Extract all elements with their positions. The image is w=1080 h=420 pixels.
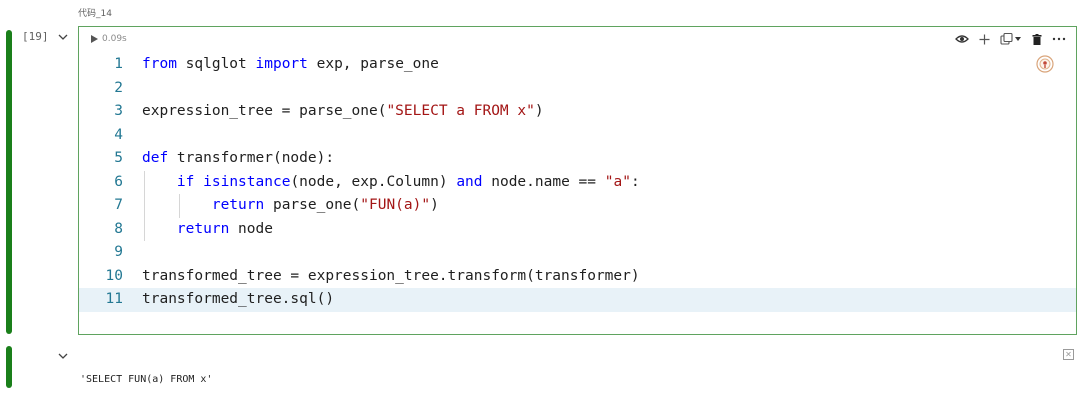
collapse-input-chevron-icon[interactable]: [57, 31, 69, 43]
copy-cell-icon[interactable]: [1000, 33, 1022, 45]
code-token: node: [229, 220, 273, 237]
line-number: 4: [114, 126, 123, 143]
code-token: [194, 174, 203, 190]
code-text: return parse_one("FUN(a)"): [142, 194, 439, 218]
execution-duration: 0.09s: [102, 34, 127, 44]
run-status: 0.09s: [91, 34, 127, 44]
code-text: from sqlglot import exp, parse_one: [142, 53, 439, 77]
code-token: transformer(node):: [168, 150, 335, 166]
delete-trash-icon[interactable]: [1032, 33, 1042, 45]
code-token: [142, 221, 177, 237]
code-line[interactable]: 9: [79, 241, 1076, 265]
code-token: sqlglot: [176, 56, 256, 72]
code-editor[interactable]: 1 from sqlglot import exp, parse_one 2 3 exp…: [79, 53, 1076, 312]
indent-guide: [144, 217, 145, 241]
code-token: "SELECT a FROM x": [386, 103, 535, 119]
code-line[interactable]: 1 from sqlglot import exp, parse_one: [79, 53, 1076, 77]
line-number: 3: [114, 103, 123, 119]
code-line[interactable]: 8 return node: [79, 217, 1076, 242]
indent-guide: [178, 194, 180, 218]
code-line[interactable]: 2: [79, 77, 1076, 101]
cell-status-bar[interactable]: [6, 30, 12, 334]
code-text: def transformer(node):: [142, 147, 334, 171]
code-token: transformed_tree.sql(): [142, 291, 335, 307]
line-number: 9: [114, 244, 123, 260]
code-token: import: [255, 56, 308, 72]
code-text: transformed_tree = expression_tree.trans…: [142, 265, 640, 289]
line-number: 2: [114, 79, 123, 96]
code-token: (node, exp.Column): [290, 173, 457, 190]
code-token: node.name ==: [482, 173, 605, 190]
code-token: "FUN(a)": [360, 197, 431, 213]
code-line[interactable]: 3 expression_tree = parse_one("SELECT a F…: [79, 100, 1076, 124]
code-line[interactable]: 4: [79, 124, 1076, 148]
code-token: and: [456, 173, 483, 190]
assistant-badge-icon[interactable]: [1036, 55, 1054, 73]
code-text: return node: [142, 218, 273, 242]
code-token: from: [142, 56, 177, 72]
indent-guide: [144, 170, 145, 194]
line-number: 1: [114, 56, 123, 72]
code-token: "a": [604, 173, 631, 190]
code-line[interactable]: 5 def transformer(node):: [79, 147, 1076, 171]
execution-count: [19]: [22, 30, 49, 43]
code-token: ): [534, 103, 544, 119]
code-token: transformed_tree = expression_tree.trans…: [142, 267, 640, 284]
code-line[interactable]: 7 return parse_one("FUN(a)"): [79, 194, 1076, 218]
code-token: parse_one(: [264, 197, 361, 213]
line-number: 10: [105, 267, 123, 284]
code-token: isinstance: [203, 173, 291, 190]
code-line[interactable]: 11 transformed_tree.sql(): [79, 288, 1076, 312]
preview-eye-icon[interactable]: [955, 34, 969, 44]
code-token: return: [176, 220, 230, 237]
run-cell-icon[interactable]: [91, 35, 98, 43]
collapse-output-chevron-icon[interactable]: [57, 350, 69, 362]
code-text: transformed_tree.sql(): [142, 288, 334, 312]
code-token: exp, parse_one: [307, 56, 439, 72]
cell-output: 'SELECT FUN(a) FROM x': [80, 374, 213, 385]
output-status-bar[interactable]: [6, 346, 12, 388]
more-ellipsis-icon[interactable]: [1052, 37, 1066, 41]
line-number: 5: [114, 150, 123, 166]
indent-guide: [144, 194, 145, 218]
line-number: 11: [105, 291, 123, 307]
code-text: if isinstance(node, exp.Column) and node…: [142, 171, 640, 195]
line-number: 8: [114, 220, 123, 237]
code-token: ): [430, 197, 439, 213]
code-cell[interactable]: 0.09s: [78, 26, 1077, 335]
add-cell-plus-icon[interactable]: [979, 34, 990, 45]
code-line[interactable]: 10 transformed_tree = expression_tree.tra…: [79, 265, 1076, 289]
line-number: 6: [114, 173, 123, 190]
code-text: expression_tree = parse_one("SELECT a FR…: [142, 100, 544, 124]
clear-output-icon[interactable]: ✕: [1063, 349, 1074, 360]
code-token: if: [176, 173, 195, 190]
code-line[interactable]: 6 if isinstance(node, exp.Column) and no…: [79, 170, 1076, 195]
cell-title: 代码_14: [78, 9, 112, 19]
line-number: 7: [114, 197, 123, 213]
code-token: [142, 174, 177, 190]
cell-toolbar: [955, 33, 1066, 45]
code-token: :: [630, 173, 640, 190]
code-token: return: [211, 197, 265, 213]
code-token: [142, 197, 212, 213]
code-token: expression_tree = parse_one(: [142, 103, 387, 119]
code-token: def: [142, 150, 169, 166]
